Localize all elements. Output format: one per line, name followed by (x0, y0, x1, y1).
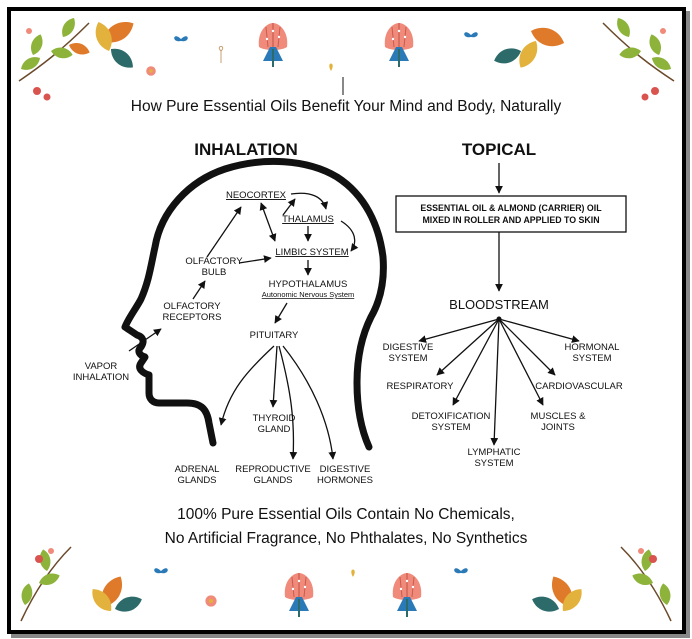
arrow-pituitary-to-digestive (282, 345, 337, 460)
arrow-bulb-to-neocortex (206, 206, 242, 258)
page-title: How Pure Essential Oils Benefit Your Min… (131, 98, 562, 115)
cardiovascular-label: CARDIOVASCULAR (535, 381, 623, 392)
head-silhouette (121, 158, 387, 451)
bloodstream-arrows (418, 316, 580, 446)
butterfly-icon (454, 568, 468, 574)
tulip-flower-icon (283, 572, 315, 618)
reproductive-glands-label: REPRODUCTIVE (235, 464, 310, 475)
arrow-vapor-to-receptors (128, 328, 162, 352)
arrow-receptors-to-bulb (192, 280, 206, 300)
muscles-joints-label: JOINTS (541, 422, 575, 433)
footer-line-2: No Artificial Fragrance, No Phthalates, … (165, 530, 528, 547)
olfactory-receptors-label: RECEPTORS (163, 312, 222, 323)
butterfly-icon (464, 32, 478, 38)
muscles-joints-label: MUSCLES & (531, 411, 587, 422)
bottom-floral-border (19, 546, 673, 622)
butterfly-icon (154, 568, 168, 574)
pituitary-label: PITUITARY (250, 330, 299, 341)
arrow-to-cardiovascular (498, 318, 556, 376)
leaf-cluster-icon (91, 16, 138, 73)
digestive-hormones-label: DIGESTIVE (320, 464, 371, 475)
thyroid-gland-label: GLAND (258, 424, 291, 435)
detoxification-system-label: DETOXIFICATION (412, 411, 491, 422)
leaf-branch-icon (620, 546, 673, 622)
digestive-system-label: DIGESTIVE (383, 342, 434, 353)
hypothalamus-label: HYPOTHALAMUS (269, 279, 348, 290)
topical-heading: TOPICAL (462, 140, 536, 159)
infographic-frame: How Pure Essential Oils Benefit Your Min… (7, 7, 686, 634)
adrenal-glands-label: GLANDS (177, 475, 216, 486)
arrow-pituitary-to-thyroid (269, 345, 278, 408)
arrow-bulb-to-limbic (238, 255, 272, 264)
olfactory-receptors-label: OLFACTORY (163, 301, 221, 312)
leaf-branch-icon (602, 15, 675, 101)
arrow-thalamus-to-neocortex (282, 198, 296, 216)
arrow-to-detoxification (452, 318, 500, 406)
hormonal-system-label: SYSTEM (572, 353, 611, 364)
arrow-thalamus-loop (340, 220, 359, 252)
leaf-cluster-icon (529, 572, 587, 616)
top-floral-border (18, 15, 675, 101)
dandelion-icon (218, 46, 224, 63)
vapor-inhalation-label: VAPOR (85, 361, 118, 372)
infographic-canvas: How Pure Essential Oils Benefit Your Min… (18, 15, 675, 622)
footer-line-1: 100% Pure Essential Oils Contain No Chem… (177, 506, 515, 523)
leaf-branch-icon (19, 546, 72, 622)
bud-icon (329, 63, 333, 71)
topical-labels: DIGESTIVE SYSTEM HORMONAL SYSTEM RESPIRA… (383, 342, 623, 469)
leaf-branch-icon (18, 15, 92, 101)
vapor-inhalation-label: INHALATION (73, 372, 129, 383)
arrow-neocortex-limbic (259, 202, 277, 242)
digestive-system-label: SYSTEM (388, 353, 427, 364)
small-flower-icon (205, 595, 217, 607)
topical-application-box (395, 195, 627, 233)
inhalation-heading: INHALATION (194, 140, 298, 159)
tulip-flower-icon (391, 572, 423, 618)
tulip-flower-icon (383, 22, 415, 68)
arrow-to-digestive-system (418, 318, 500, 343)
olfactory-bulb-label: OLFACTORY (185, 256, 243, 267)
hormonal-system-label: HORMONAL (565, 342, 620, 353)
thyroid-gland-label: THYROID (253, 413, 296, 424)
tulip-flower-icon (257, 22, 289, 68)
arrow-hypothalamus-to-pituitary (274, 302, 288, 324)
neocortex-label: NEOCORTEX (226, 190, 287, 201)
arrow-to-respiratory (436, 318, 500, 376)
arrow-neocortex-to-thalamus (290, 192, 329, 210)
arrow-to-muscles-joints (498, 318, 544, 406)
limbic-system-label: LIMBIC SYSTEM (275, 247, 348, 258)
arrow-to-hormonal (498, 318, 580, 343)
topical-box-line-1: ESSENTIAL OIL & ALMOND (CARRIER) OIL (420, 203, 602, 213)
inhalation-arrows (128, 192, 359, 460)
lymphatic-system-label: LYMPHATIC (468, 447, 521, 458)
inhalation-labels: NEOCORTEX THALAMUS LIMBIC SYSTEM HYPOTHA… (73, 190, 373, 486)
ans-label: Autonomic Nervous System (262, 290, 355, 299)
topical-box-line-2: MIXED IN ROLLER AND APPLIED TO SKIN (422, 215, 599, 225)
digestive-hormones-label: HORMONES (317, 475, 373, 486)
lymphatic-system-label: SYSTEM (474, 458, 513, 469)
arrow-to-lymphatic (490, 318, 500, 446)
leaf-cluster-icon (491, 23, 567, 72)
small-flower-icon (146, 66, 156, 76)
bloodstream-label: BLOODSTREAM (449, 297, 549, 312)
butterfly-icon (174, 36, 188, 42)
olfactory-bulb-label: BULB (202, 267, 227, 278)
thalamus-label: THALAMUS (282, 214, 334, 225)
bud-icon (351, 569, 355, 577)
respiratory-label: RESPIRATORY (386, 381, 454, 392)
adrenal-glands-label: ADRENAL (175, 464, 220, 475)
arrow-pituitary-to-reproductive (278, 345, 298, 460)
leaf-cluster-icon (87, 572, 145, 616)
arrow-pituitary-to-adrenal (218, 345, 275, 426)
reproductive-glands-label: GLANDS (253, 475, 292, 486)
detoxification-system-label: SYSTEM (431, 422, 470, 433)
